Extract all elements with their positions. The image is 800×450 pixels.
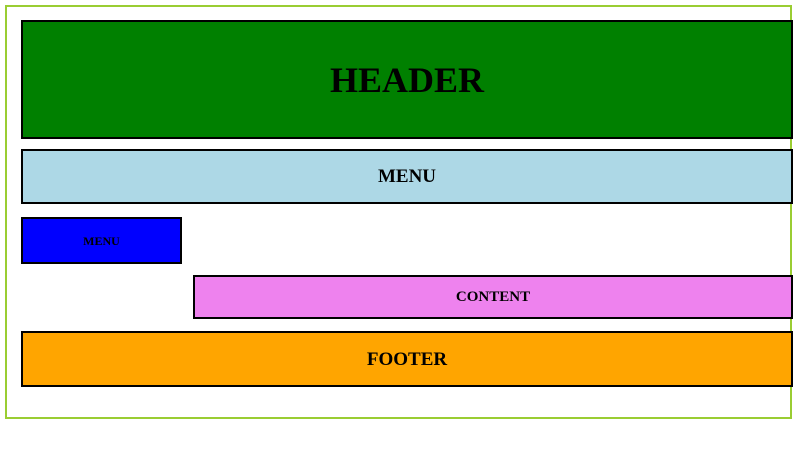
content-label: CONTENT — [455, 288, 531, 305]
content-section: CONTENT — [193, 275, 793, 319]
menu-side-box-label: MENU — [83, 233, 120, 248]
header-section: HEADER — [21, 20, 793, 139]
footer-label: FOOTER — [366, 348, 448, 370]
menu-bar-label: MENU — [377, 166, 437, 187]
footer-section: FOOTER — [21, 331, 793, 387]
menu-side-box: MENU — [21, 217, 182, 264]
header-label: HEADER — [329, 59, 485, 100]
menu-bar-section: MENU — [21, 149, 793, 204]
page-frame: HEADER MENU MENU CONTENT FOOTER — [5, 5, 793, 419]
